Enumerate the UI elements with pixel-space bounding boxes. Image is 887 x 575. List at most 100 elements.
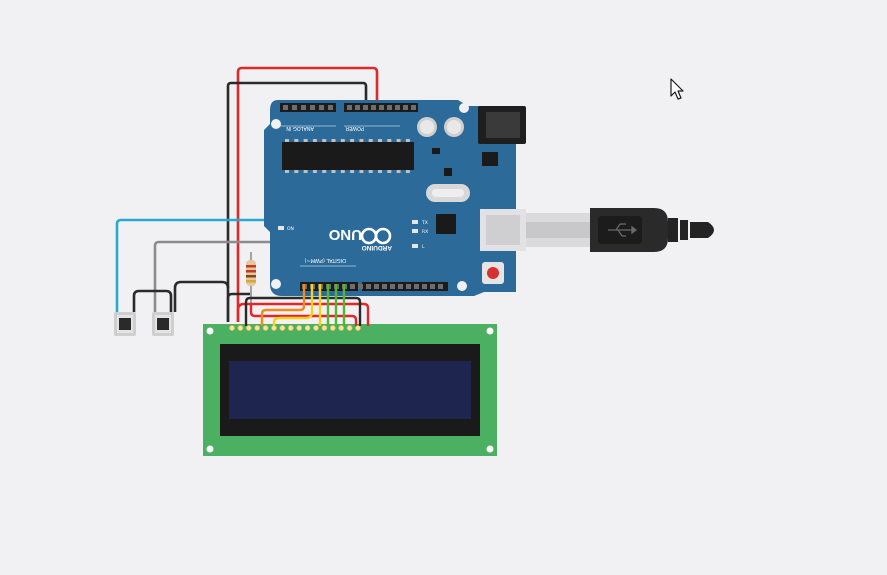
header-pin[interactable] — [371, 105, 376, 110]
chip-pin[interactable] — [350, 139, 355, 142]
chip-pin[interactable] — [322, 139, 327, 142]
wire-button2-gnd[interactable] — [173, 280, 230, 312]
led-on — [278, 226, 284, 230]
lcd-pin-db1[interactable] — [287, 324, 294, 331]
lcd-pin-pads — [228, 324, 361, 331]
button-cap — [157, 318, 169, 330]
label-uno: UNO — [328, 226, 362, 243]
reset-button[interactable] — [487, 267, 499, 279]
header-pin[interactable] — [310, 105, 315, 110]
chip-pin[interactable] — [303, 139, 308, 142]
wire-lcd-vcc-red[interactable] — [236, 302, 370, 326]
wire-gnd-black[interactable] — [226, 81, 368, 322]
chip-pin[interactable] — [368, 170, 373, 173]
header-pin[interactable] — [301, 105, 306, 110]
wire-button1-gnd[interactable] — [132, 289, 173, 312]
header-pin[interactable] — [358, 284, 363, 289]
chip-pin[interactable] — [378, 170, 382, 173]
resistor[interactable] — [246, 252, 256, 304]
chip-pin[interactable] — [312, 170, 317, 173]
lcd-pin-v0[interactable] — [245, 324, 252, 331]
lcd-pin-db2[interactable] — [296, 324, 303, 331]
lcd-pin-db3[interactable] — [304, 324, 311, 331]
chip-pin[interactable] — [294, 170, 299, 173]
chip-pin[interactable] — [303, 170, 308, 173]
wire-lcd-rs-orange[interactable] — [260, 284, 306, 326]
chip-pin[interactable] — [312, 139, 317, 142]
wire-lcd-gnd-black[interactable] — [226, 292, 250, 322]
header-pin[interactable] — [414, 284, 419, 289]
chip-pin[interactable] — [294, 139, 299, 142]
chip-pin[interactable] — [285, 170, 289, 173]
chip-pin[interactable] — [359, 139, 364, 142]
smd-part — [444, 168, 452, 176]
header-pin[interactable] — [387, 105, 392, 110]
header-pin[interactable] — [390, 284, 395, 289]
lcd-pin-led[interactable] — [346, 324, 353, 331]
header-pin[interactable] — [411, 105, 416, 110]
header-pin[interactable] — [319, 105, 324, 110]
usb-symbol-icon — [608, 223, 638, 237]
header-pin[interactable] — [328, 105, 333, 110]
lcd-pin-db4[interactable] — [312, 324, 319, 331]
lcd-pin-rw[interactable] — [262, 324, 269, 331]
header-pin[interactable] — [398, 284, 403, 289]
chip-pin[interactable] — [405, 170, 410, 173]
wire-5v-red[interactable] — [236, 66, 379, 322]
mount-hole — [486, 327, 494, 335]
lcd-pin-db6[interactable] — [329, 324, 336, 331]
wire-lcd-e-yellow[interactable] — [272, 284, 314, 326]
chip-pin[interactable] — [405, 139, 410, 142]
chip-pin[interactable] — [285, 139, 289, 142]
wire-resistor-red[interactable] — [249, 304, 358, 326]
header-pin[interactable] — [406, 284, 411, 289]
header-pin[interactable] — [292, 105, 297, 110]
chip-pin[interactable] — [340, 170, 345, 173]
chip-pin[interactable] — [387, 170, 392, 173]
lcd-pin-db5[interactable] — [321, 324, 328, 331]
lcd-pin-vcc[interactable] — [237, 324, 244, 331]
header-pin[interactable] — [430, 284, 435, 289]
push-button-2[interactable] — [152, 312, 174, 336]
arduino-board[interactable]: ANALOG IN POWER TX RX L ON — [264, 100, 526, 296]
lcd-pin-e[interactable] — [270, 324, 277, 331]
header-pin[interactable] — [379, 105, 384, 110]
chip-pin[interactable] — [368, 139, 373, 142]
atmega-chip — [282, 142, 414, 170]
lcd-pin-db0[interactable] — [279, 324, 286, 331]
header-pin[interactable] — [283, 105, 288, 110]
chip-pin[interactable] — [350, 170, 355, 173]
chip-pin[interactable] — [378, 139, 382, 142]
header-pin[interactable] — [438, 284, 443, 289]
chip-pin[interactable] — [387, 139, 392, 142]
header-pin[interactable] — [395, 105, 400, 110]
header-pin[interactable] — [350, 284, 355, 289]
chip-pin[interactable] — [359, 170, 364, 173]
header-pin[interactable] — [366, 284, 371, 289]
usb-cable[interactable] — [480, 208, 714, 252]
header-pin[interactable] — [355, 105, 360, 110]
push-button-1[interactable] — [114, 312, 136, 336]
header-pin[interactable] — [403, 105, 408, 110]
chip-pin[interactable] — [331, 139, 336, 142]
header-pin[interactable] — [422, 284, 427, 289]
chip-pin[interactable] — [322, 170, 327, 173]
header-pin[interactable] — [347, 105, 352, 110]
header-pin[interactable] — [363, 105, 368, 110]
header-pin[interactable] — [374, 284, 379, 289]
lcd-pin-gnd[interactable] — [228, 324, 235, 331]
header-analog[interactable] — [280, 103, 336, 112]
lcd-pin-db7[interactable] — [338, 324, 345, 331]
lcd-pin-led[interactable] — [354, 324, 361, 331]
mount-hole — [459, 103, 469, 113]
chip-pin[interactable] — [340, 139, 345, 142]
capacitor-top — [420, 120, 434, 134]
chip-pin[interactable] — [396, 139, 401, 142]
chip-pin[interactable] — [331, 170, 336, 173]
header-pin[interactable] — [382, 284, 387, 289]
lcd-pin-rs[interactable] — [254, 324, 261, 331]
header-analog-pins — [283, 105, 333, 110]
header-digital-high[interactable] — [362, 282, 448, 291]
lcd-display[interactable] — [203, 324, 497, 456]
chip-pin[interactable] — [396, 170, 401, 173]
